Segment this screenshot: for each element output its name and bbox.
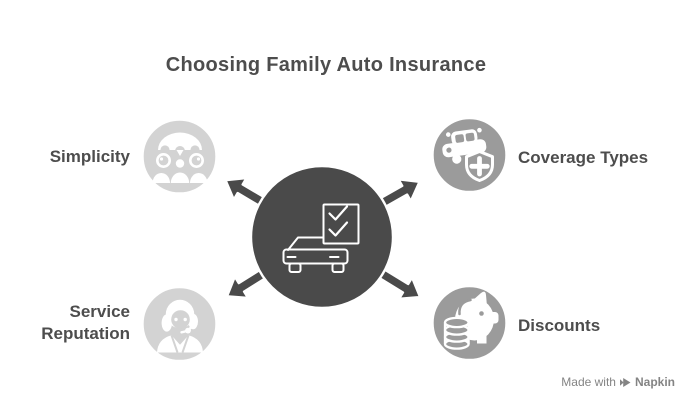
label-coverage-types: Coverage Types: [518, 148, 649, 167]
center-hub: [249, 164, 395, 310]
car-checklist-icon: [282, 203, 360, 273]
family-umbrella-icon: [152, 132, 208, 183]
node-service-reputation: [141, 285, 218, 363]
node-discounts: [431, 284, 508, 362]
node-coverage-types: [431, 116, 508, 194]
watermark-prefix: Made with: [561, 375, 616, 389]
car-shield-plus-icon: [442, 127, 494, 182]
napkin-logo-icon: [619, 377, 631, 387]
label-service-reputation: Service Reputation: [41, 302, 130, 343]
label-simplicity: Simplicity: [49, 147, 130, 166]
node-simplicity: [141, 118, 218, 195]
page-title: Choosing Family Auto Insurance: [165, 54, 487, 76]
label-discounts: Discounts: [518, 316, 601, 335]
watermark-brand: Napkin: [634, 375, 675, 389]
made-with-napkin[interactable]: Made with Napkin: [561, 375, 675, 389]
piggy-bank-coins-icon: [443, 291, 499, 350]
support-agent-icon: [157, 299, 203, 353]
